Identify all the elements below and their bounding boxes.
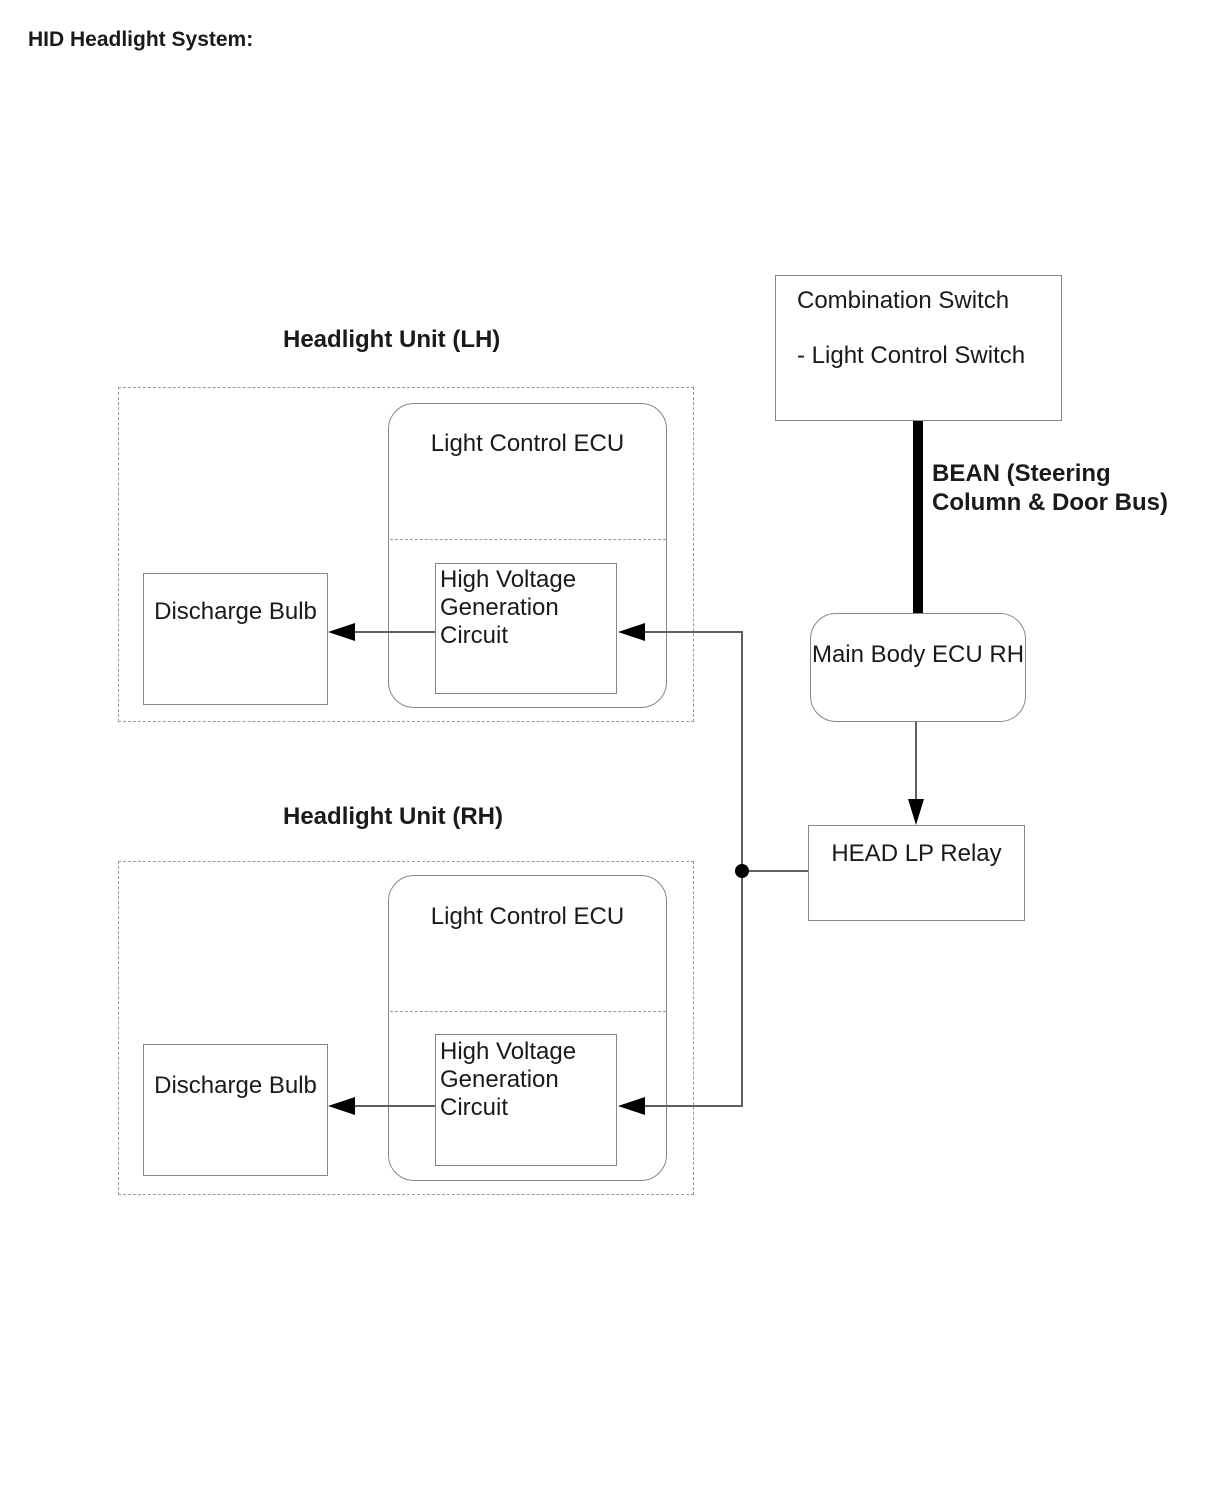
lh-feed-line xyxy=(645,631,743,633)
high-voltage-circuit-label-lh: High Voltage Generation Circuit xyxy=(440,566,577,649)
combination-switch-title: Combination Switch xyxy=(797,287,1010,314)
lh-bulb-line xyxy=(355,631,435,633)
bean-bus-label-line2: Column & Door Bus) xyxy=(932,489,1168,516)
rh-feed-line xyxy=(645,1105,743,1107)
combination-switch-box xyxy=(775,275,1062,421)
light-control-ecu-label-rh: Light Control ECU xyxy=(430,903,625,930)
main-body-ecu-label: Main Body ECU RH xyxy=(811,641,1025,668)
light-control-switch-item: - Light Control Switch xyxy=(797,342,1026,369)
arrowhead-left-icon xyxy=(618,1097,645,1115)
discharge-bulb-box-rh xyxy=(143,1044,328,1176)
main-body-ecu-box xyxy=(810,613,1026,722)
bean-bus-label: BEAN (Steering Column & Door Bus) xyxy=(932,459,1168,517)
head-lp-relay-label: HEAD LP Relay xyxy=(831,840,1002,867)
page-title: HID Headlight System: xyxy=(28,28,254,51)
discharge-bulb-box-lh xyxy=(143,573,328,705)
relay-feed-line xyxy=(742,870,808,872)
junction-dot xyxy=(735,864,749,878)
high-voltage-circuit-box-rh xyxy=(435,1034,617,1166)
rh-bulb-line xyxy=(355,1105,435,1107)
arrowhead-left-icon xyxy=(328,623,355,641)
head-lp-relay-box xyxy=(808,825,1025,921)
main-body-ecu-arrow-line xyxy=(915,722,917,800)
headlight-unit-lh-title: Headlight Unit (LH) xyxy=(283,326,501,353)
discharge-bulb-label-lh: Discharge Bulb xyxy=(154,598,317,625)
bean-bus-line xyxy=(913,421,923,614)
ecu-internal-divider-rh xyxy=(390,1011,666,1012)
arrowhead-left-icon xyxy=(328,1097,355,1115)
high-voltage-circuit-label-rh: High Voltage Generation Circuit xyxy=(440,1038,577,1121)
ecu-internal-divider-lh xyxy=(390,539,666,540)
high-voltage-circuit-box-lh xyxy=(435,563,617,694)
headlight-unit-rh-title: Headlight Unit (RH) xyxy=(283,803,503,830)
arrowhead-left-icon xyxy=(618,623,645,641)
bean-bus-label-line1: BEAN (Steering xyxy=(932,460,1111,487)
headlight-unit-rh-boundary xyxy=(118,861,694,1195)
light-control-ecu-label-lh: Light Control ECU xyxy=(430,430,625,457)
headlight-unit-lh-boundary xyxy=(118,387,694,722)
arrowhead-down-icon xyxy=(908,799,924,825)
discharge-bulb-label-rh: Discharge Bulb xyxy=(154,1072,317,1099)
